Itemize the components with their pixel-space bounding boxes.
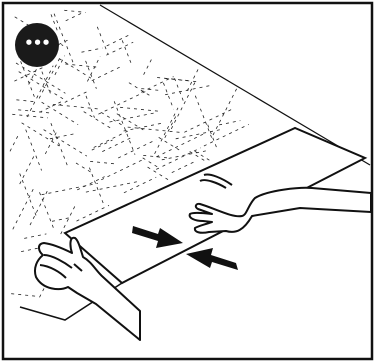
texture-stroke: [9, 134, 19, 152]
texture-stroke: [38, 58, 60, 99]
texture-stroke: [161, 150, 206, 161]
texture-stroke: [109, 112, 155, 123]
texture-stroke: [58, 91, 87, 106]
texture-stroke: [51, 217, 71, 222]
right-hand-icon: [188, 173, 372, 234]
texture-stroke: [120, 106, 161, 112]
texture-stroke: [12, 186, 35, 230]
texture-stroke: [171, 160, 197, 173]
texture-stroke: [65, 63, 100, 68]
texture-stroke: [100, 111, 123, 126]
badge-text: •••: [24, 33, 51, 52]
texture-stroke: [87, 56, 101, 82]
texture-stroke: [41, 101, 79, 125]
texture-stroke: [113, 101, 136, 155]
texture-stroke: [141, 76, 174, 93]
texture-stroke: [81, 47, 103, 53]
texture-stroke: [50, 14, 59, 33]
texture-stroke: [85, 180, 141, 193]
texture-stroke: [194, 150, 213, 163]
texture-stroke: [123, 176, 157, 194]
texture-stroke: [53, 13, 74, 64]
texture-stroke: [158, 137, 183, 153]
texture-stroke: [77, 176, 105, 191]
texture-stroke: [118, 139, 157, 159]
texture-stroke: [41, 182, 98, 196]
texture-stroke: [98, 90, 147, 115]
texture-stroke: [65, 12, 83, 22]
texture-stroke: [186, 66, 200, 92]
texture-stroke: [106, 41, 134, 56]
arrow-right-icon: [132, 226, 183, 248]
texture-stroke: [85, 95, 95, 118]
texture-stroke: [44, 129, 58, 155]
texture-stroke: [127, 126, 181, 133]
texture-stroke: [203, 124, 249, 147]
texture-stroke: [83, 111, 111, 129]
texture-stroke: [18, 109, 50, 114]
texture-stroke: [194, 95, 214, 141]
texture-stroke: [184, 108, 234, 133]
texture-stroke: [175, 129, 222, 140]
texture-stroke: [91, 66, 121, 82]
texture-stroke: [19, 173, 37, 217]
texture-stroke: [207, 124, 218, 149]
texture-stroke: [163, 82, 174, 110]
texture-stroke: [12, 113, 48, 119]
texture-stroke: [142, 157, 160, 169]
texture-stroke: [18, 71, 68, 102]
texture-stroke: [14, 67, 43, 82]
texture-stroke: [11, 293, 40, 297]
arrow-left-icon: [186, 248, 238, 270]
texture-stroke: [174, 78, 184, 101]
texture-stroke: [116, 113, 146, 132]
texture-stroke: [141, 88, 160, 91]
texture-stroke: [26, 65, 54, 118]
texture-stroke: [52, 104, 102, 110]
texture-stroke: [21, 122, 60, 147]
more-dots-icon: •••: [15, 23, 59, 67]
texture-stroke: [106, 34, 130, 47]
texture-stroke: [25, 129, 42, 171]
texture-stroke: [43, 129, 88, 157]
texture-stroke: [219, 120, 241, 126]
texture-stroke: [75, 162, 93, 174]
texture-stroke: [50, 123, 69, 168]
texture-stroke: [60, 205, 76, 235]
texture-stroke: [189, 151, 207, 163]
texture-stroke: [165, 84, 213, 96]
left-hand-icon: [33, 236, 141, 341]
texture-stroke: [15, 62, 66, 94]
texture-stroke: [96, 26, 109, 55]
texture-stroke: [165, 78, 200, 83]
texture-stroke: [143, 57, 153, 75]
texture-stroke: [39, 192, 56, 232]
texture-stroke: [121, 40, 132, 64]
texture-stroke: [49, 133, 75, 140]
texture-stroke: [76, 205, 110, 222]
texture-stroke: [156, 147, 201, 170]
texture-stroke: [156, 133, 205, 158]
wall-corner-line: [99, 4, 371, 166]
texture-stroke: [102, 137, 132, 152]
texture-stroke: [64, 9, 86, 13]
texture-stroke: [143, 155, 167, 159]
texture-stroke: [93, 130, 128, 148]
texture-stroke: [19, 154, 36, 185]
texture-stroke: [89, 167, 105, 205]
texture-stroke: [90, 161, 117, 165]
texture-stroke: [154, 107, 179, 154]
texture-stroke: [212, 88, 238, 136]
texture-stroke: [128, 82, 151, 96]
wallpaper-strip: [63, 126, 368, 285]
texture-stroke: [101, 159, 144, 181]
texture-stroke: [170, 79, 197, 130]
texture-stroke: [24, 233, 47, 239]
texture-stroke: [16, 99, 37, 103]
texture-stroke: [164, 116, 177, 138]
